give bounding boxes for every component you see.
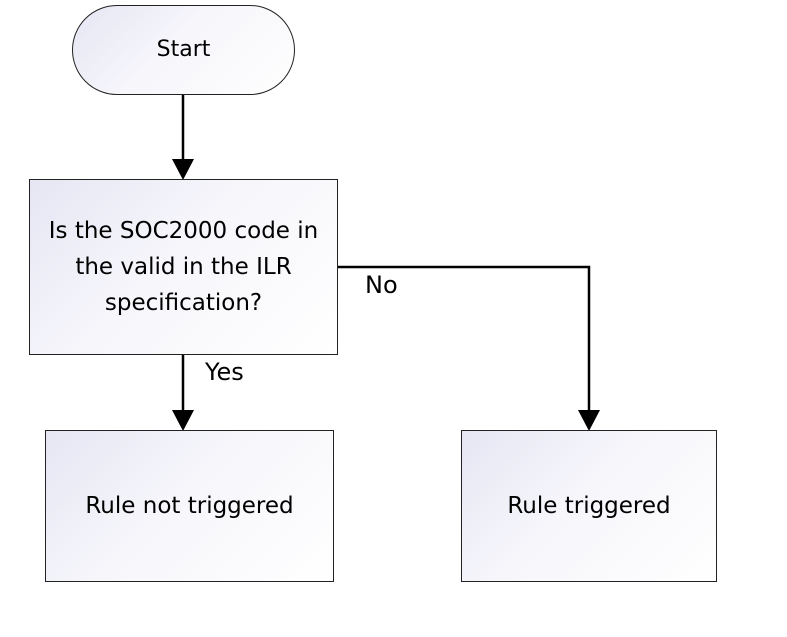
decision-question: Is the SOC2000 code in the valid in the … — [48, 218, 319, 316]
arrowhead-to-decision — [172, 159, 194, 180]
arrowhead-to-rule-not-triggered — [172, 410, 194, 431]
no-arrow — [338, 265, 591, 411]
yes-edge-label: Yes — [205, 358, 244, 386]
rule-not-triggered-node: Rule not triggered — [45, 430, 334, 582]
decision-node: Is the SOC2000 code in the valid in the … — [29, 179, 338, 355]
rule-not-triggered-label: Rule not triggered — [85, 493, 294, 519]
arrowhead-to-rule-triggered — [578, 410, 600, 431]
start-label: Start — [156, 37, 211, 62]
rule-triggered-node: Rule triggered — [461, 430, 717, 582]
rule-triggered-label: Rule triggered — [507, 493, 671, 519]
no-edge-label: No — [365, 271, 398, 299]
start-node: Start — [72, 5, 295, 95]
